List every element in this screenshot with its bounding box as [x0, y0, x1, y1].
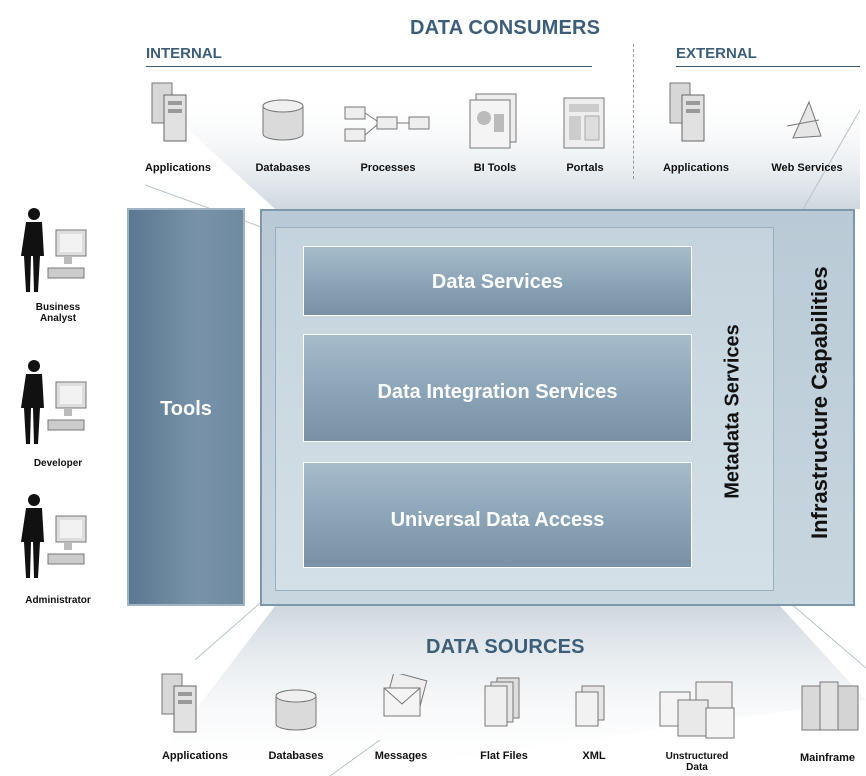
- person-computer-icon: [21, 208, 87, 292]
- consumer-label: BI Tools: [473, 162, 517, 174]
- data-sources-title: DATA SOURCES: [426, 636, 585, 658]
- web-services-icon: [786, 100, 822, 139]
- universal-access-box: Universal Data Access: [303, 462, 692, 568]
- data-integration-label: Data Integration Services: [377, 381, 618, 403]
- person-computer-icon: [21, 360, 87, 444]
- user-label-line1: Developer: [33, 458, 83, 469]
- consumer-label: Processes: [360, 162, 416, 174]
- user-label-line2: Analyst: [39, 313, 77, 324]
- user-label: Administrator: [12, 595, 104, 606]
- internal-label: INTERNAL: [146, 45, 222, 62]
- source-label: Databases: [268, 750, 324, 762]
- source-label: Unstructured Data: [652, 751, 742, 773]
- documents-icon: [659, 681, 735, 739]
- infrastructure-label: Infrastructure Capabilities: [807, 266, 832, 539]
- tools-panel: Tools: [127, 208, 245, 606]
- source-label-line1: Unstructured: [665, 751, 729, 762]
- database-icon: [262, 99, 304, 141]
- external-rule: [676, 66, 860, 67]
- xml-file-icon: [575, 685, 605, 727]
- data-services-label: Data Services: [431, 271, 564, 293]
- tools-label: Tools: [160, 398, 212, 420]
- metadata-label: Metadata Services: [721, 324, 744, 499]
- process-flow-icon: [344, 106, 430, 142]
- user-label-line1: Administrator: [25, 595, 91, 606]
- user-label: Developer: [18, 458, 98, 469]
- mainframe-icon: [801, 681, 859, 731]
- source-label-line2: Data: [686, 762, 708, 773]
- data-services-box: Data Services: [303, 246, 692, 316]
- internal-rule: [146, 66, 592, 67]
- envelope-icon: [383, 674, 428, 717]
- consumer-label: Portals: [566, 162, 604, 174]
- source-label: Applications: [161, 750, 228, 762]
- source-label: Flat Files: [480, 750, 528, 762]
- consumer-label: Applications: [144, 162, 211, 174]
- person-computer-icon: [21, 494, 87, 578]
- flat-files-icon: [484, 677, 520, 727]
- universal-access-label: Universal Data Access: [390, 509, 605, 531]
- consumer-label: Applications: [662, 162, 729, 174]
- portal-icon: [563, 97, 605, 149]
- server-icon: [669, 82, 705, 142]
- database-icon: [275, 689, 317, 731]
- source-label: Mainframe: [800, 752, 856, 764]
- user-label-line1: Business: [35, 302, 81, 313]
- user-label: Business Analyst: [18, 302, 98, 324]
- internal-external-divider: [633, 44, 634, 179]
- consumer-label: Web Services: [771, 162, 843, 174]
- consumer-label: Databases: [255, 162, 311, 174]
- data-integration-box: Data Integration Services: [303, 334, 692, 442]
- server-icon: [161, 673, 197, 733]
- server-icon: [151, 82, 187, 142]
- bi-tools-icon: [469, 93, 517, 149]
- source-label: Messages: [374, 750, 428, 762]
- external-label: EXTERNAL: [676, 45, 757, 62]
- data-consumers-title: DATA CONSUMERS: [410, 17, 601, 39]
- source-label: XML: [582, 750, 606, 762]
